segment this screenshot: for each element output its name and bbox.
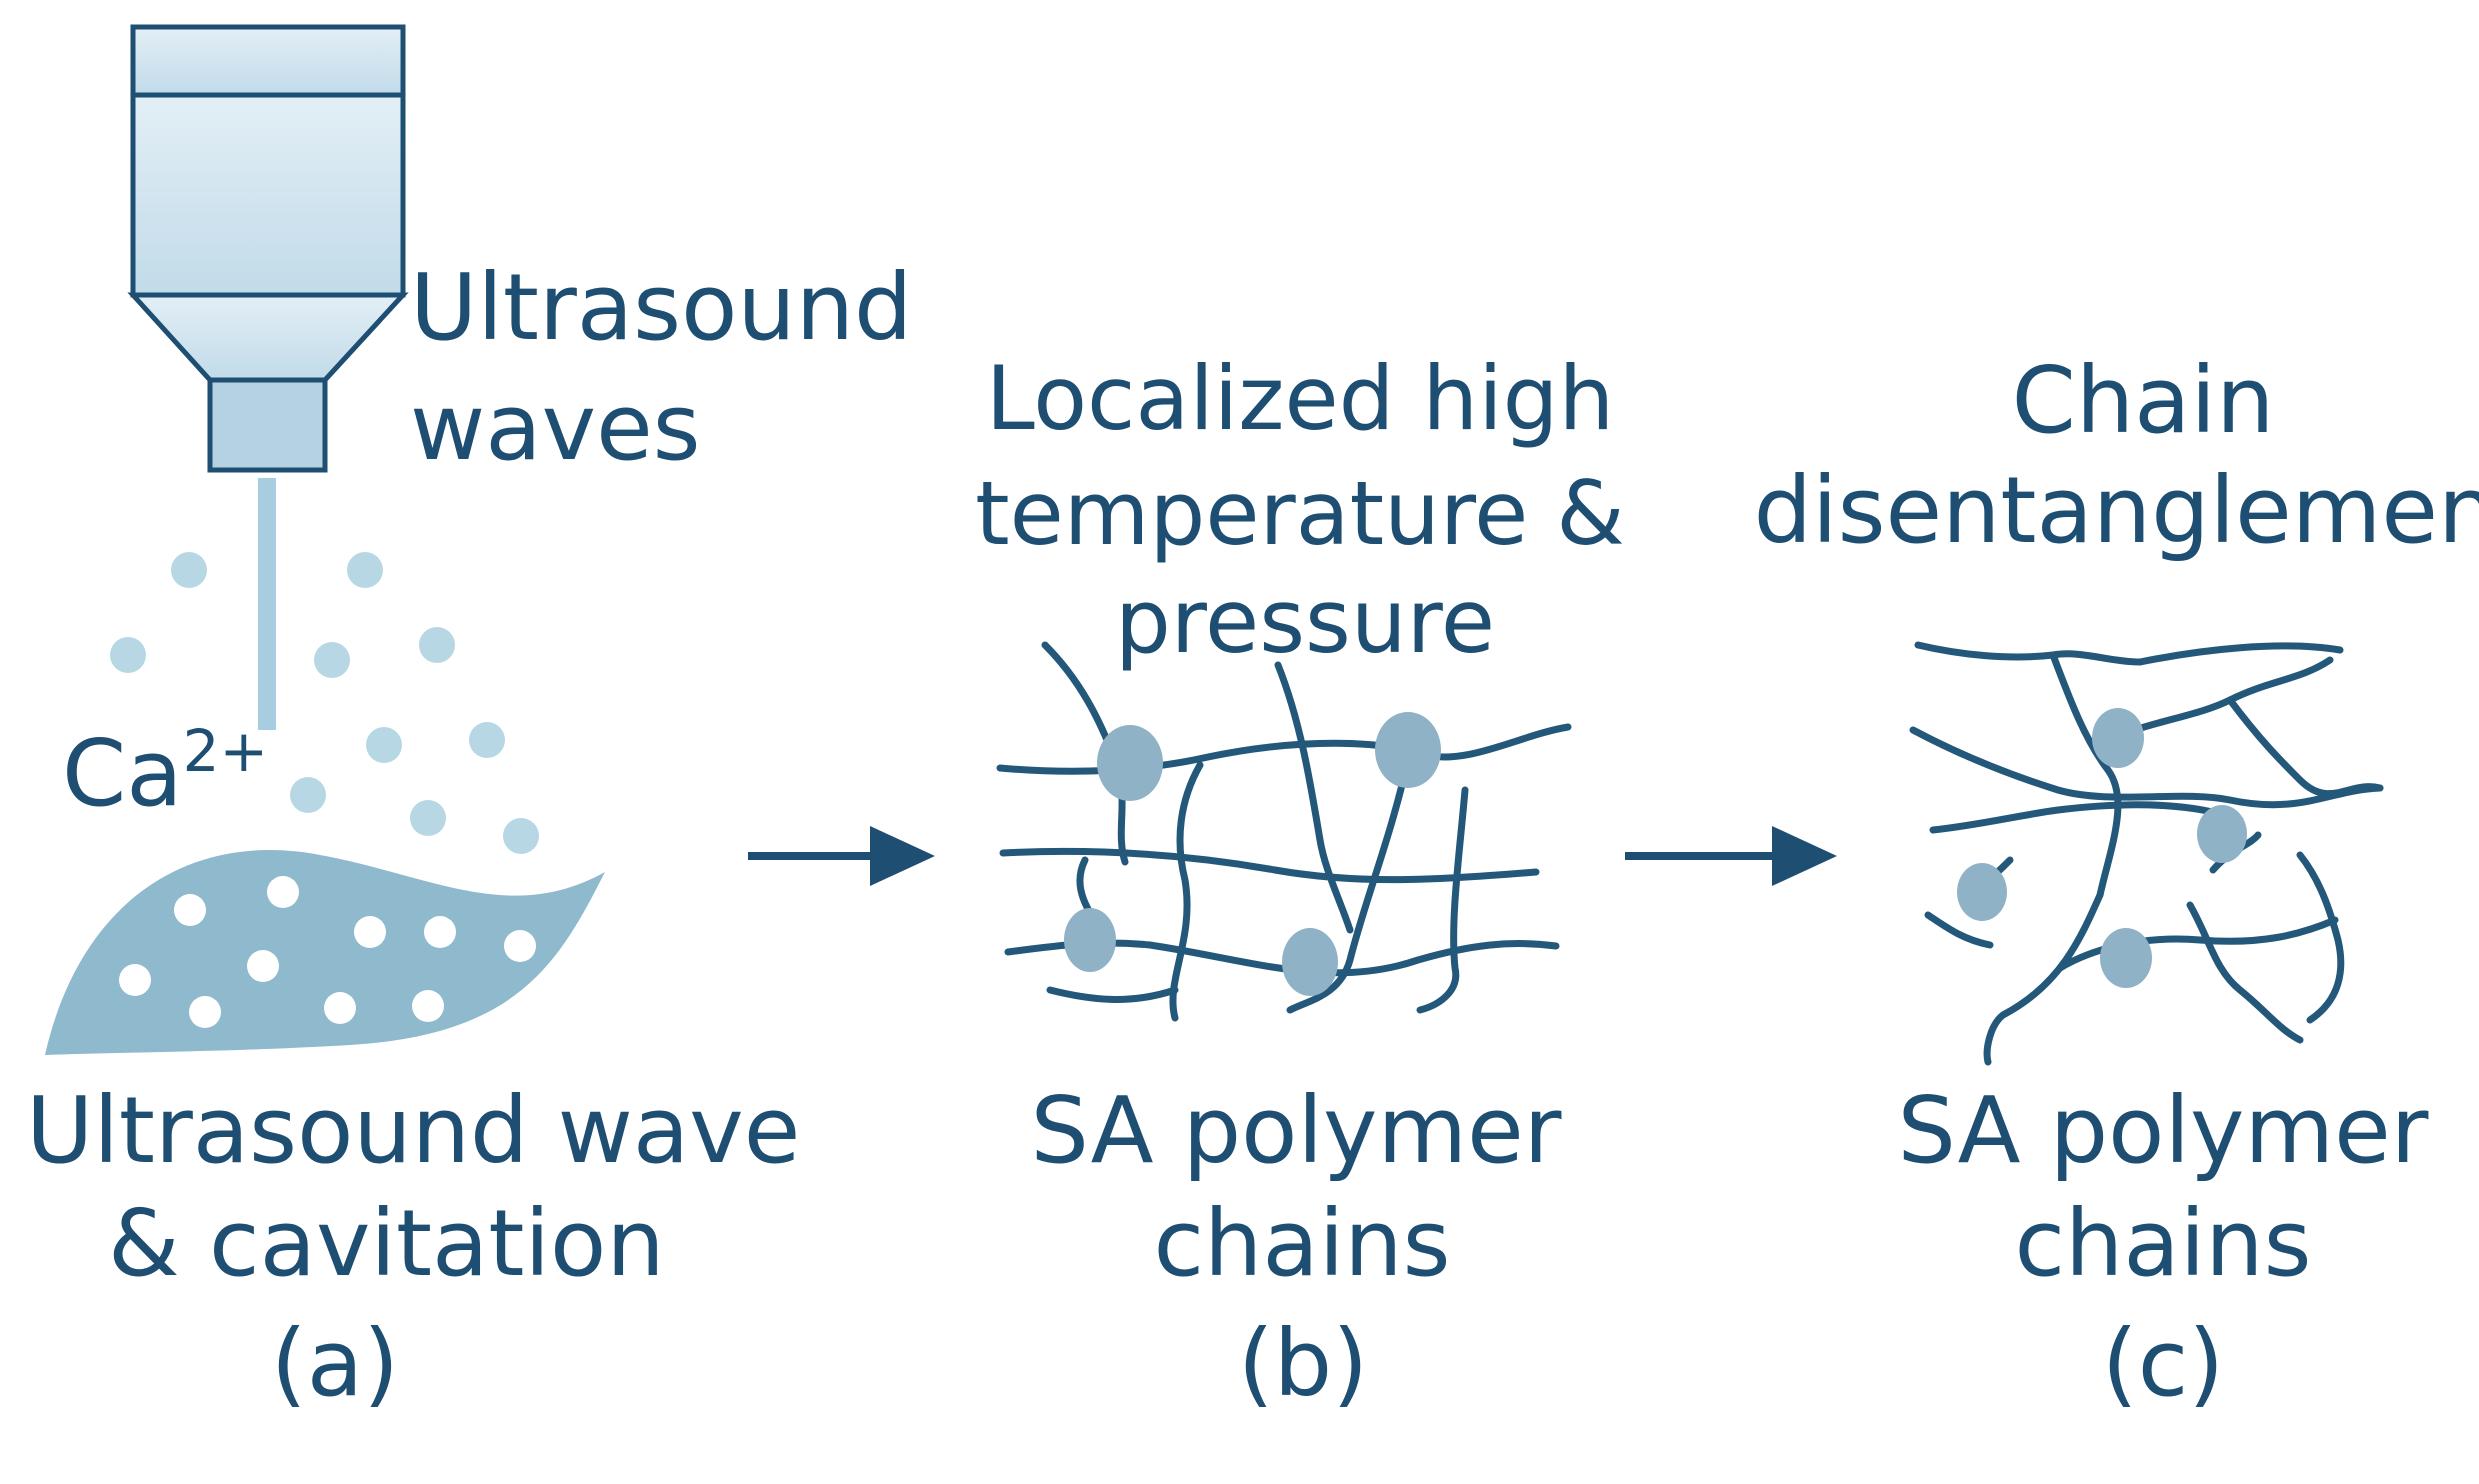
cavity — [267, 876, 299, 908]
horn-body — [130, 92, 406, 298]
ca-node — [1957, 863, 2007, 921]
caption-c: (c) — [2101, 1310, 2225, 1417]
ca-node — [1282, 928, 1338, 996]
panel-b-top-label-3: pressure — [1114, 570, 1496, 673]
bubble — [419, 627, 455, 663]
ultrasound-beam — [258, 478, 276, 730]
horn-tip — [207, 377, 328, 473]
ultrasound-horn — [127, 24, 409, 730]
ion-bubbles — [110, 552, 539, 854]
bubble — [347, 552, 383, 588]
ca-node — [1375, 712, 1441, 788]
bubble — [503, 818, 539, 854]
cavitation-label-2: & cavitation — [108, 1190, 665, 1297]
cavity — [247, 950, 279, 982]
cavity — [324, 992, 356, 1024]
horn-cap — [130, 24, 406, 98]
ion-charge: 2+ — [182, 717, 269, 785]
ion-label: Ca2+ — [62, 722, 268, 820]
cavity — [189, 996, 221, 1028]
arrow-b-to-c — [1625, 826, 1837, 886]
bubble — [314, 642, 350, 678]
cavity — [504, 930, 536, 962]
cavity — [174, 894, 206, 926]
ca-nodes-b — [1064, 712, 1441, 996]
bubble — [410, 800, 446, 836]
cavity — [119, 964, 151, 996]
cavitation-label-1: Ultrasound wave — [26, 1077, 801, 1184]
cavity — [424, 916, 456, 948]
ca-nodes-c — [1957, 708, 2247, 988]
cavitation-bubbles — [119, 876, 536, 1028]
panel-c-top-label-2: disentanglement — [1753, 457, 2479, 564]
ca-node — [2092, 708, 2144, 768]
bubble — [366, 727, 402, 763]
ca-node — [1064, 908, 1116, 972]
bubble — [290, 777, 326, 813]
ca-node — [2100, 928, 2152, 988]
ultrasound-waves-label-1: Ultrasound — [410, 254, 913, 361]
bubble — [469, 722, 505, 758]
bubble — [110, 637, 146, 673]
cavitation-wave — [45, 850, 605, 1055]
panel-b-bottom-label-2: chains — [1153, 1190, 1451, 1297]
caption-b: (b) — [1237, 1310, 1369, 1417]
bubble — [171, 552, 207, 588]
ca-node — [2197, 805, 2247, 863]
arrow-a-to-b — [748, 826, 935, 886]
panel-c-bottom-label-2: chains — [2014, 1190, 2312, 1297]
horn-taper — [127, 292, 409, 383]
caption-a: (a) — [270, 1310, 400, 1417]
panel-c-top-label-1: Chain — [2011, 347, 2275, 454]
polymer-network-c — [1909, 641, 2384, 1066]
panel-c-bottom-label-1: SA polymer — [1897, 1077, 2429, 1184]
cavity — [412, 990, 444, 1022]
cavity — [354, 916, 386, 948]
ultrasound-waves-label-2: waves — [410, 374, 701, 481]
panel-b-bottom-label-1: SA polymer — [1030, 1077, 1562, 1184]
ion-symbol: Ca — [62, 720, 183, 827]
panel-b-top-label-1: Localized high — [985, 347, 1615, 450]
panel-b-top-label-2: temperature & — [975, 462, 1625, 565]
ca-node — [1097, 725, 1163, 801]
